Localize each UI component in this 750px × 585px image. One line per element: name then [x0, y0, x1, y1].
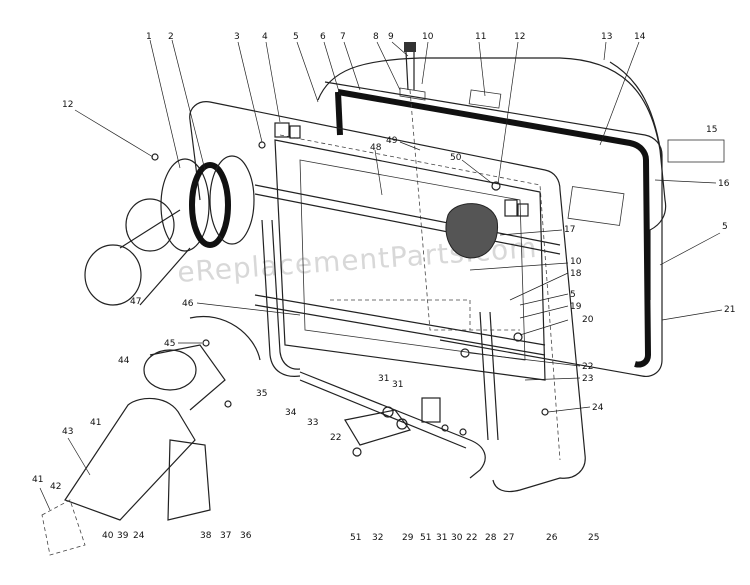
callout-1: 1	[146, 32, 152, 42]
door-panel	[189, 89, 586, 493]
callout-39: 39	[117, 531, 129, 541]
callout-17: 17	[564, 225, 575, 235]
chute-rings	[160, 155, 255, 252]
callout-46: 46	[182, 299, 194, 309]
inner-window-panel	[274, 139, 546, 381]
callout-18: 18	[570, 269, 582, 279]
callout-20: 20	[582, 315, 594, 325]
callout-25: 25	[588, 533, 599, 543]
callout-11: 11	[475, 32, 486, 42]
callout-12: 12	[514, 32, 525, 42]
callout-31-top: 31	[378, 374, 389, 384]
callout-5: 5	[293, 32, 299, 42]
callout-33: 33	[307, 418, 318, 428]
callout-labels: 1 2 3 4 5 6 7 8 9 10 11 12 13 14 12 15 4…	[32, 32, 735, 543]
callout-14: 14	[634, 32, 646, 42]
callout-26: 26	[546, 533, 558, 543]
callout-47: 47	[130, 297, 141, 307]
callout-41-top: 41	[90, 418, 101, 428]
chute-tube	[84, 198, 191, 306]
callout-31-bottom: 31	[436, 533, 447, 543]
callout-24-right: 24	[592, 403, 604, 413]
callout-50: 50	[450, 153, 462, 163]
callout-44: 44	[118, 356, 130, 366]
callout-38: 38	[200, 531, 212, 541]
callout-28: 28	[485, 533, 497, 543]
callout-36: 36	[240, 531, 252, 541]
callout-19: 19	[570, 302, 582, 312]
callout-49: 49	[386, 136, 398, 146]
callout-2: 2	[168, 32, 174, 42]
callout-7: 7	[340, 32, 346, 42]
callout-10-right: 10	[570, 257, 582, 267]
callout-35: 35	[256, 389, 267, 399]
callout-3: 3	[234, 32, 240, 42]
callout-23: 23	[582, 374, 593, 384]
leader-lines	[39, 39, 723, 511]
lower-chute	[41, 397, 211, 556]
callout-42: 42	[50, 482, 61, 492]
callout-13: 13	[601, 32, 612, 42]
callout-4: 4	[262, 32, 268, 42]
deflector-spout	[143, 316, 261, 411]
callout-27: 27	[503, 533, 514, 543]
callout-32: 32	[372, 533, 383, 543]
adjust-knob	[399, 42, 426, 101]
callout-8: 8	[373, 32, 379, 42]
callout-29: 29	[402, 533, 414, 543]
callout-31-top2: 31	[392, 380, 403, 390]
speaker-grille	[445, 203, 499, 259]
callout-16: 16	[718, 179, 730, 189]
callout-9: 9	[388, 32, 394, 42]
callout-48: 48	[370, 143, 382, 153]
callout-22-bottom: 22	[466, 533, 477, 543]
callout-5-mid: 5	[570, 290, 576, 300]
callout-51-mid: 51	[420, 533, 431, 543]
hinge-blocks	[274, 122, 529, 217]
callout-51-left: 51	[350, 533, 361, 543]
callout-15: 15	[706, 125, 717, 135]
callout-21: 21	[724, 305, 735, 315]
callout-22-bl: 22	[330, 433, 341, 443]
callout-40: 40	[102, 531, 114, 541]
callout-24-bottom: 24	[133, 531, 145, 541]
callout-12-left: 12	[62, 100, 73, 110]
callout-30: 30	[451, 533, 463, 543]
callout-37: 37	[220, 531, 231, 541]
callout-5-right: 5	[722, 222, 728, 232]
callout-22-right: 22	[582, 362, 593, 372]
callout-10: 10	[422, 32, 434, 42]
callout-6: 6	[320, 32, 326, 42]
cross-bars	[254, 184, 561, 356]
callout-41-left: 41	[32, 475, 43, 485]
callout-34: 34	[285, 408, 297, 418]
callout-43: 43	[62, 427, 73, 437]
lower-bracket	[344, 397, 441, 457]
decal-label	[667, 139, 725, 163]
callout-45: 45	[164, 339, 175, 349]
